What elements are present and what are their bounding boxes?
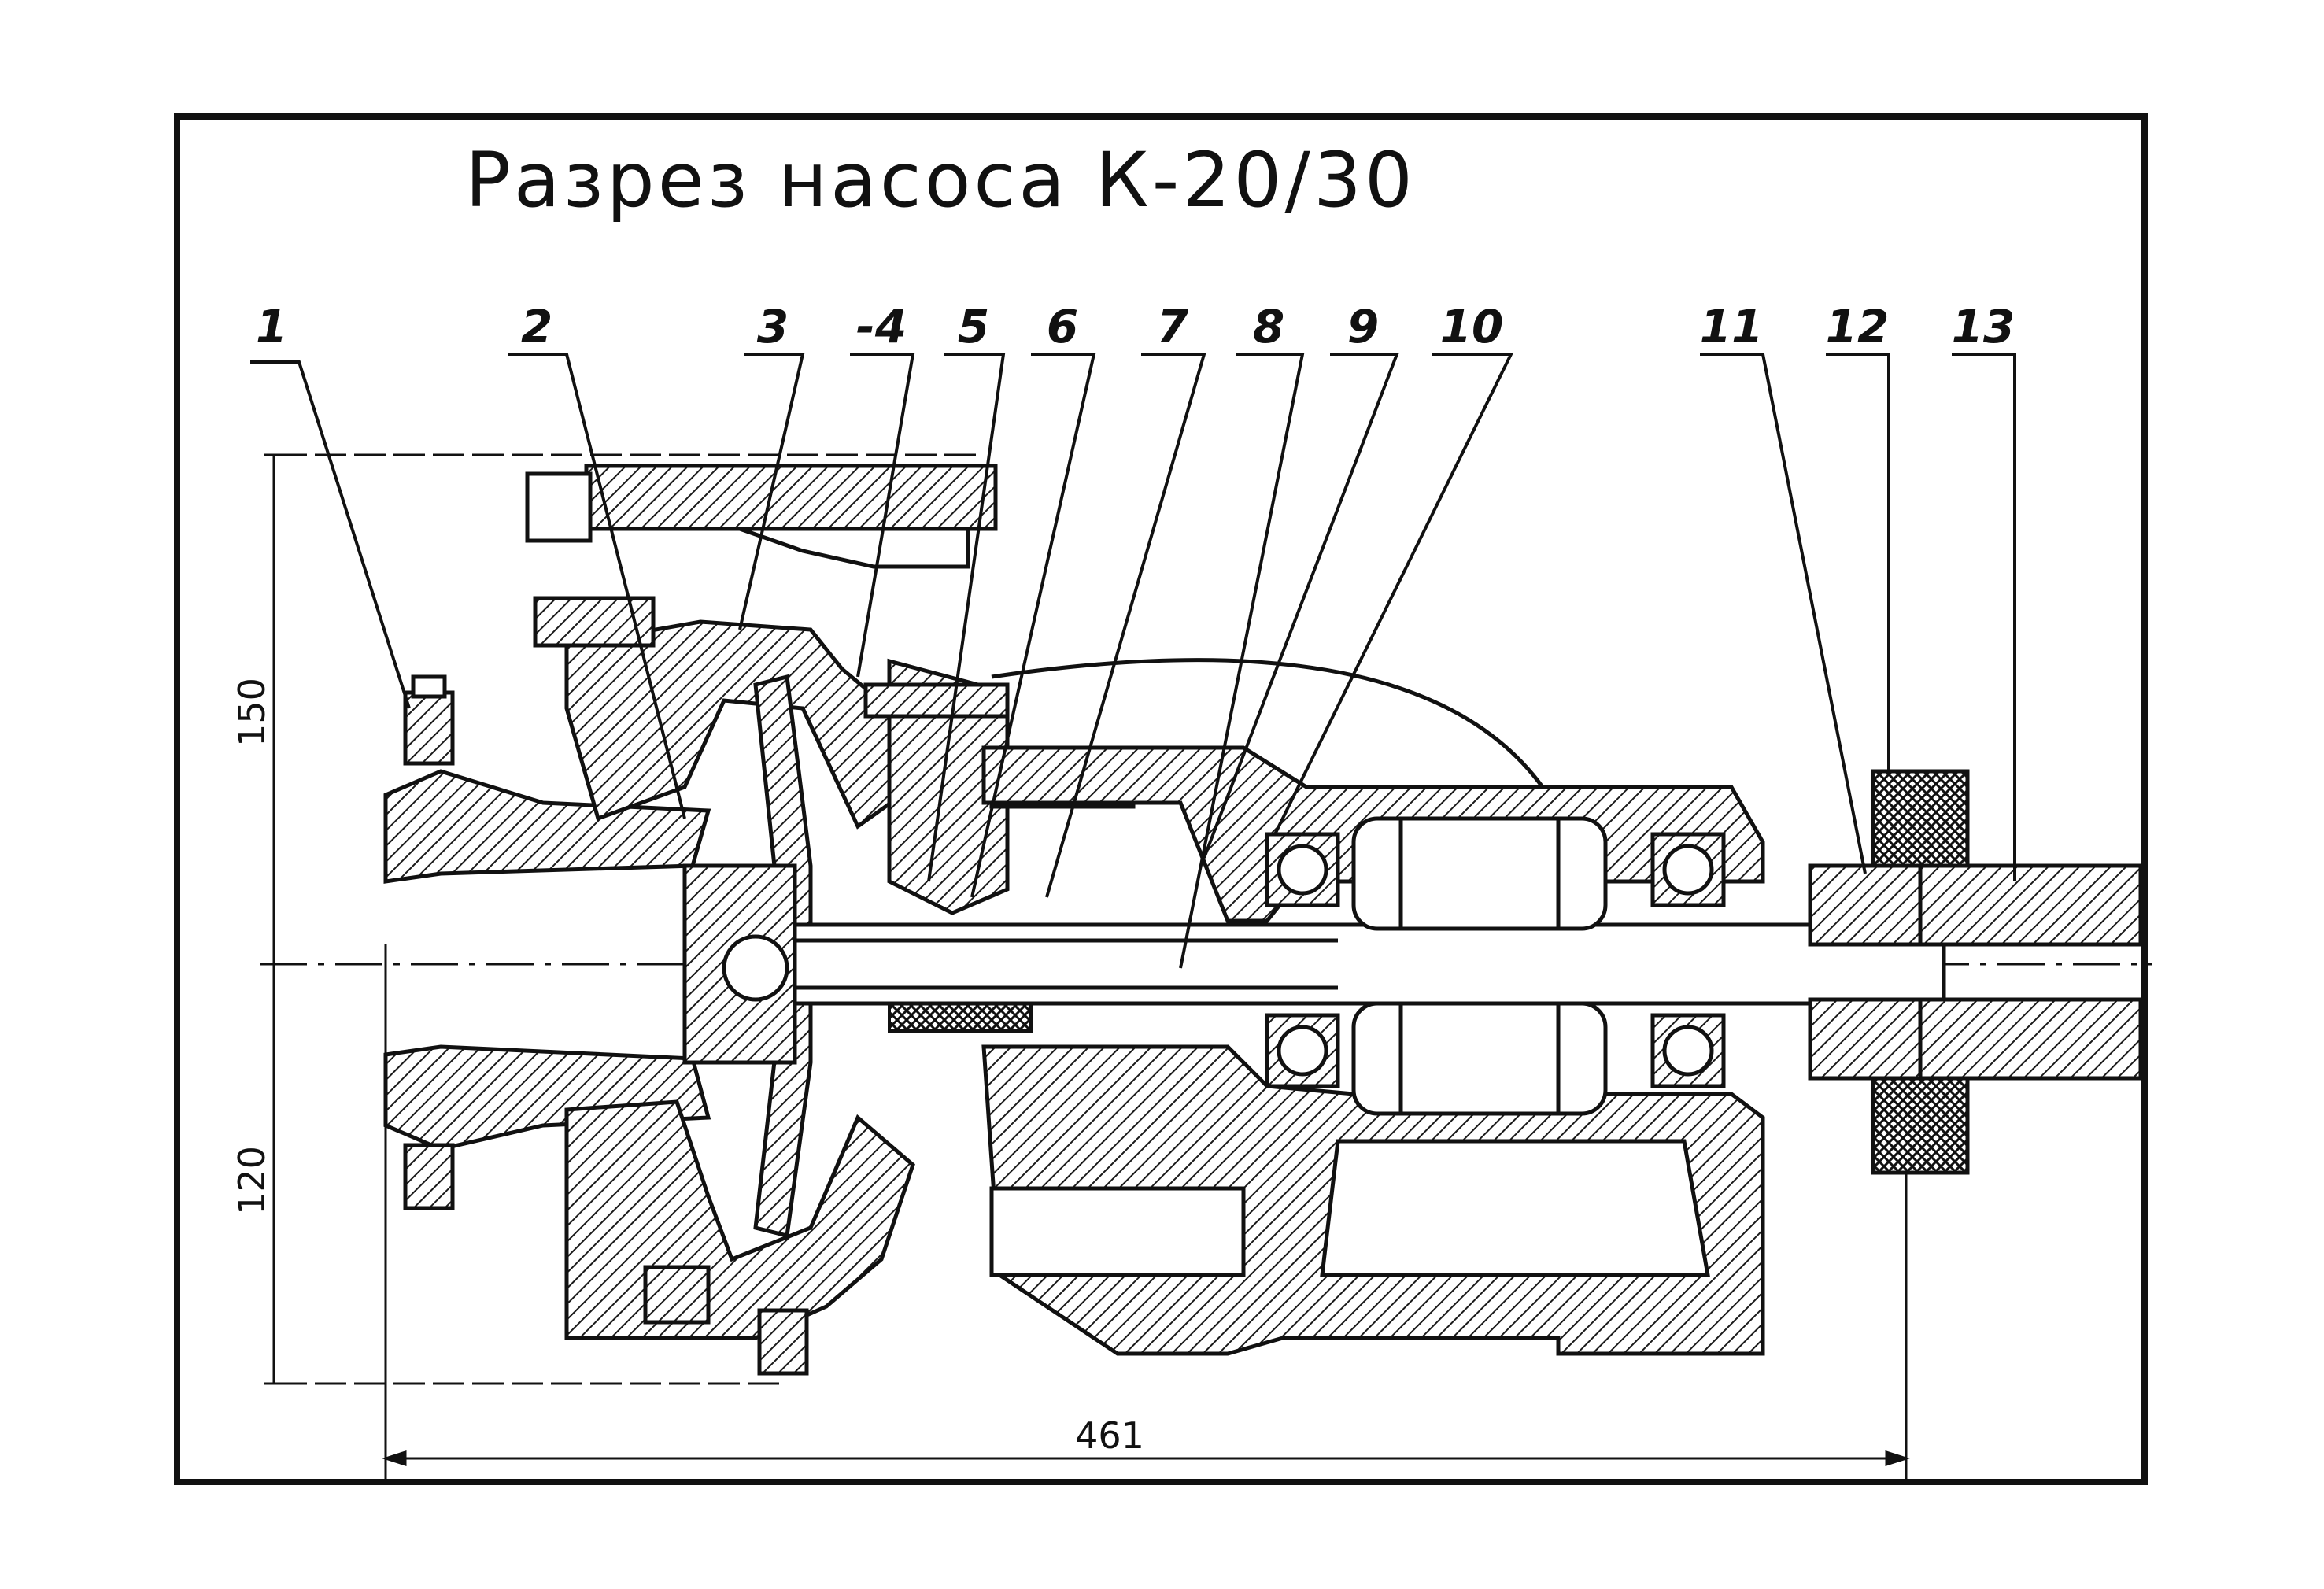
pump-volute-casing (564, 619, 915, 1376)
callout-7: 7 (1157, 300, 1189, 353)
callout-11: 11 (1700, 300, 1764, 353)
callout-2: 2 (521, 300, 552, 353)
inlet-nozzle (383, 674, 711, 1210)
motor-housing-arc (991, 658, 1545, 789)
callout-6: 6 (1047, 300, 1078, 353)
callout-leaders (250, 353, 2016, 969)
pump-shaft (793, 922, 1946, 1006)
dimension-120: 120 (231, 1146, 273, 1215)
ball-bearings (1265, 832, 1726, 1088)
dimension-150: 150 (231, 678, 273, 747)
drawing-title: Разрез насоса К-20/30 (465, 136, 1416, 224)
impeller (682, 674, 813, 1239)
discharge-flange (525, 464, 998, 648)
callout-8: 8 (1253, 300, 1284, 353)
callout-4: -4 (856, 300, 907, 353)
callout-13: 13 (1952, 300, 2015, 353)
callout-10: 10 (1440, 300, 1504, 353)
motor-rotor (1351, 816, 1608, 1116)
dimension-461: 461 (1075, 1414, 1144, 1457)
callout-9: 9 (1347, 300, 1379, 353)
callout-3: 3 (757, 300, 789, 353)
callout-5: 5 (958, 300, 989, 353)
dimension-lines (264, 453, 1910, 1480)
drawing-frame (174, 113, 2148, 1485)
callout-1: 1 (256, 300, 287, 353)
callout-12: 12 (1826, 300, 1890, 353)
